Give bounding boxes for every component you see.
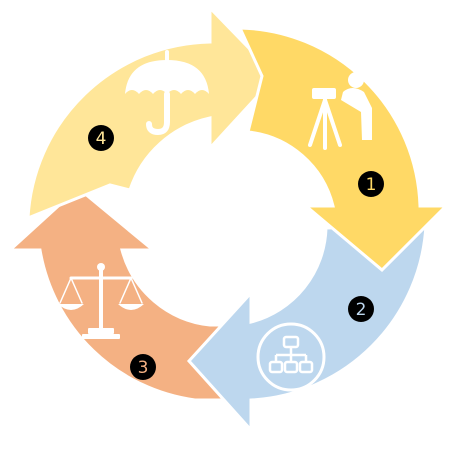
step-4-number: 4 — [96, 129, 107, 149]
balance-scale-icon — [58, 263, 144, 339]
org-chart-icon — [256, 322, 326, 392]
step-4-badge: 4 — [88, 125, 114, 151]
segment-4-arrow — [26, 4, 279, 221]
step-2-badge: 2 — [348, 296, 374, 322]
segment-4 — [26, 4, 279, 221]
segment-1 — [237, 26, 449, 273]
segment-1-arrow — [237, 26, 449, 273]
surveyor-icon — [308, 72, 372, 150]
step-1-badge: 1 — [358, 171, 384, 197]
umbrella-icon — [125, 50, 209, 135]
step-3-badge: 3 — [130, 354, 156, 380]
step-1-number: 1 — [366, 175, 377, 195]
step-3-number: 3 — [138, 358, 149, 378]
step-2-number: 2 — [356, 300, 367, 320]
